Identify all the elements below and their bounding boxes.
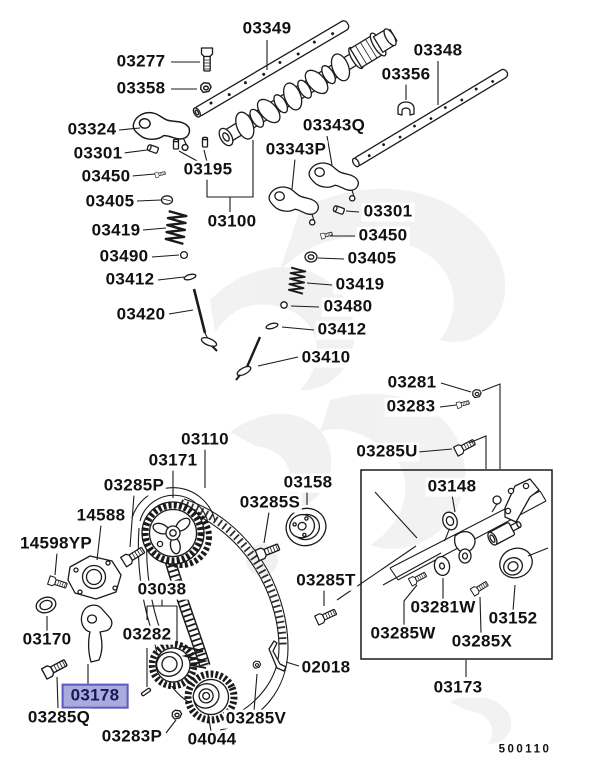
part-label-03343p[interactable]: 03343P	[263, 139, 329, 160]
part-label-03285p[interactable]: 03285P	[101, 475, 167, 496]
part-label-03301-left[interactable]: 03301	[71, 143, 125, 164]
screw-03283	[455, 399, 471, 409]
bolt-03285t	[314, 606, 339, 626]
valve-03420	[192, 288, 218, 352]
oil-pump-sprocket	[148, 640, 198, 690]
part-label-14588[interactable]: 14588	[74, 505, 128, 526]
retainer-03405-right	[304, 251, 318, 263]
part-label-03281w[interactable]: 03281W	[408, 597, 478, 618]
part-label-03277[interactable]: 03277	[114, 51, 168, 72]
part-label-03450-right[interactable]: 03450	[356, 225, 410, 246]
crankshaft-sprocket	[184, 670, 238, 724]
highlighted-part-label-03178[interactable]: 03178	[61, 683, 129, 709]
rocker-shaft-rear	[351, 68, 509, 168]
part-label-03171[interactable]: 03171	[146, 450, 200, 471]
valve-spring-left	[164, 209, 188, 246]
part-label-03285u[interactable]: 03285U	[354, 441, 420, 462]
watermark-graphic	[210, 188, 512, 744]
leader-lines	[46, 40, 549, 734]
part-label-03324[interactable]: 03324	[65, 119, 119, 140]
shaft-clamp	[397, 101, 415, 116]
seat-03412-left	[182, 272, 198, 282]
part-label-03349[interactable]: 03349	[240, 18, 294, 39]
part-label-03358[interactable]: 03358	[114, 78, 168, 99]
rocker-arm-03343q	[304, 159, 363, 203]
part-label-03110[interactable]: 03110	[179, 429, 231, 450]
seat-03412-right	[264, 321, 280, 331]
part-label-03412-left[interactable]: 03412	[103, 269, 157, 290]
rocker-arm-03324	[130, 110, 192, 152]
part-label-03283[interactable]: 03283	[384, 396, 438, 417]
camshaft-sprocket	[141, 501, 212, 568]
tensioner-spring	[180, 645, 209, 669]
housing-14588	[67, 555, 122, 600]
part-label-03195[interactable]: 03195	[181, 159, 235, 180]
part-label-03283p[interactable]: 03283P	[99, 726, 165, 747]
bolt-03285x	[469, 579, 490, 597]
part-label-03281[interactable]: 03281	[385, 372, 439, 393]
adjuster-03301-left	[146, 143, 160, 155]
ball-03490	[179, 250, 189, 260]
part-label-03282[interactable]: 03282	[120, 624, 174, 645]
ball-03480	[280, 301, 288, 309]
drawing-number: 500110	[498, 743, 552, 756]
part-label-03410[interactable]: 03410	[299, 347, 353, 368]
lash-cylinders-03195	[172, 136, 209, 150]
roller-03152	[499, 547, 533, 579]
tensioner-assembly-box	[360, 469, 553, 660]
part-label-03405-left[interactable]: 03405	[83, 191, 137, 212]
part-label-03285w[interactable]: 03285W	[368, 623, 438, 644]
nut-03285v	[252, 660, 262, 669]
pin-03282	[140, 687, 152, 697]
oil-seal-03170	[35, 596, 57, 614]
valve-03410	[235, 336, 262, 381]
camshaft	[218, 28, 398, 147]
part-label-03419-right[interactable]: 03419	[333, 274, 387, 295]
tensioner-assembly-contents	[389, 478, 547, 597]
part-label-03152[interactable]: 03152	[486, 608, 540, 629]
part-label-03170[interactable]: 03170	[20, 629, 74, 650]
part-label-03038[interactable]: 03038	[135, 579, 189, 600]
part-label-03490[interactable]: 03490	[97, 246, 151, 267]
part-label-03173[interactable]: 03173	[431, 677, 485, 698]
nut-03281	[472, 389, 482, 399]
retainer-03405-left	[160, 195, 174, 205]
part-label-03348[interactable]: 03348	[411, 40, 465, 61]
nut-03358	[200, 82, 212, 94]
part-label-03480[interactable]: 03480	[321, 296, 375, 317]
bracket-02018	[268, 640, 287, 672]
part-label-03420[interactable]: 03420	[114, 304, 168, 325]
screw-03450-left	[154, 170, 167, 179]
part-label-03100[interactable]: 03100	[205, 211, 259, 232]
part-label-03285s[interactable]: 03285S	[237, 492, 303, 513]
part-label-14598yp[interactable]: 14598YP	[17, 533, 95, 554]
part-label-03412-right[interactable]: 03412	[315, 319, 369, 340]
part-label-03285t[interactable]: 03285T	[294, 570, 358, 591]
part-label-03301-right[interactable]: 03301	[361, 201, 415, 222]
bolt-14598yp	[47, 575, 69, 591]
part-label-02018[interactable]: 02018	[299, 657, 353, 678]
bolt-03277	[200, 47, 214, 72]
part-label-03343q[interactable]: 03343Q	[300, 115, 368, 136]
tensioner-arm-03178	[80, 604, 113, 663]
rocker-arm-03343p	[264, 183, 323, 227]
part-label-03158[interactable]: 03158	[281, 472, 335, 493]
part-label-03419-left[interactable]: 03419	[89, 220, 143, 241]
part-label-03356[interactable]: 03356	[379, 64, 433, 85]
bolt-03285q	[40, 656, 70, 680]
part-label-03148[interactable]: 03148	[425, 476, 479, 497]
nut-03283p	[171, 709, 183, 720]
bolt-03285p	[120, 544, 147, 568]
part-label-03450-left[interactable]: 03450	[79, 166, 133, 187]
part-label-03285v[interactable]: 03285V	[223, 708, 289, 729]
part-label-04044[interactable]: 04044	[185, 729, 239, 750]
part-label-03285q[interactable]: 03285Q	[25, 707, 93, 728]
part-label-03405-right[interactable]: 03405	[345, 248, 399, 269]
rocker-shaft-front	[192, 20, 350, 118]
part-label-03285x[interactable]: 03285X	[449, 631, 515, 652]
